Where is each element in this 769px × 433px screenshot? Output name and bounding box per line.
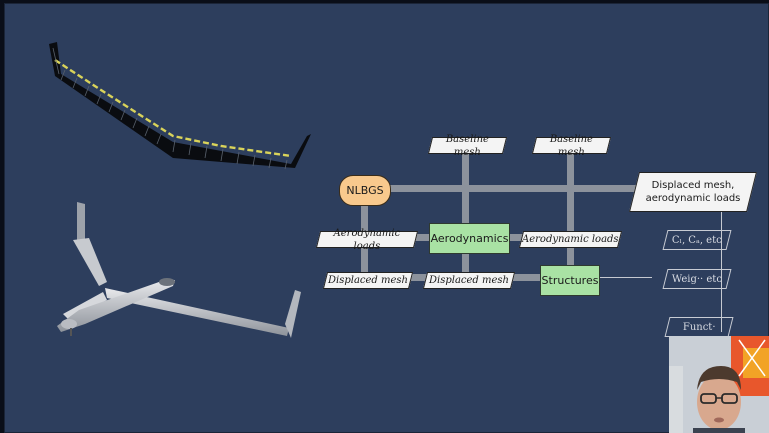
baseline-mesh-1-block: Baseline mesh <box>427 134 508 158</box>
structures-node: Structures <box>540 265 600 296</box>
weight-output-block: Weig·· etc <box>662 269 732 289</box>
displaced-mesh-left-block: Displaced mesh <box>322 272 414 289</box>
aerodynamics-node: Aerodynamics <box>429 223 510 254</box>
nlbgs-solver-node: NLBGS <box>339 175 391 206</box>
presenter-webcam <box>669 336 769 433</box>
coefficients-output-block: Cₗ, Cₐ, etc <box>662 230 732 250</box>
pipe-vertical-aero <box>462 152 469 282</box>
pipe-vertical-struct <box>567 152 574 274</box>
displaced-mesh-loads-block: Displaced mesh, aerodynamic loads <box>629 172 757 212</box>
presenter-video-image <box>669 336 769 433</box>
output-line-vertical <box>721 212 722 332</box>
aero-loads-left-block: Aerodynamic loads <box>315 228 419 252</box>
baseline-mesh-2-block: Baseline mesh <box>531 134 612 158</box>
pipe-top-horizontal <box>375 185 641 192</box>
presentation-slide: NLBGS Aerodynamics Structures Baseline m… <box>4 3 769 433</box>
uav-render-image <box>57 202 301 338</box>
aero-loads-right-block: Aerodynamic loads <box>518 231 623 248</box>
functions-output-block: Funct· <box>664 317 734 337</box>
wing-mesh-image <box>49 42 311 170</box>
output-line-horizontal <box>600 277 652 278</box>
displaced-mesh-mid-block: Displaced mesh <box>422 272 516 289</box>
